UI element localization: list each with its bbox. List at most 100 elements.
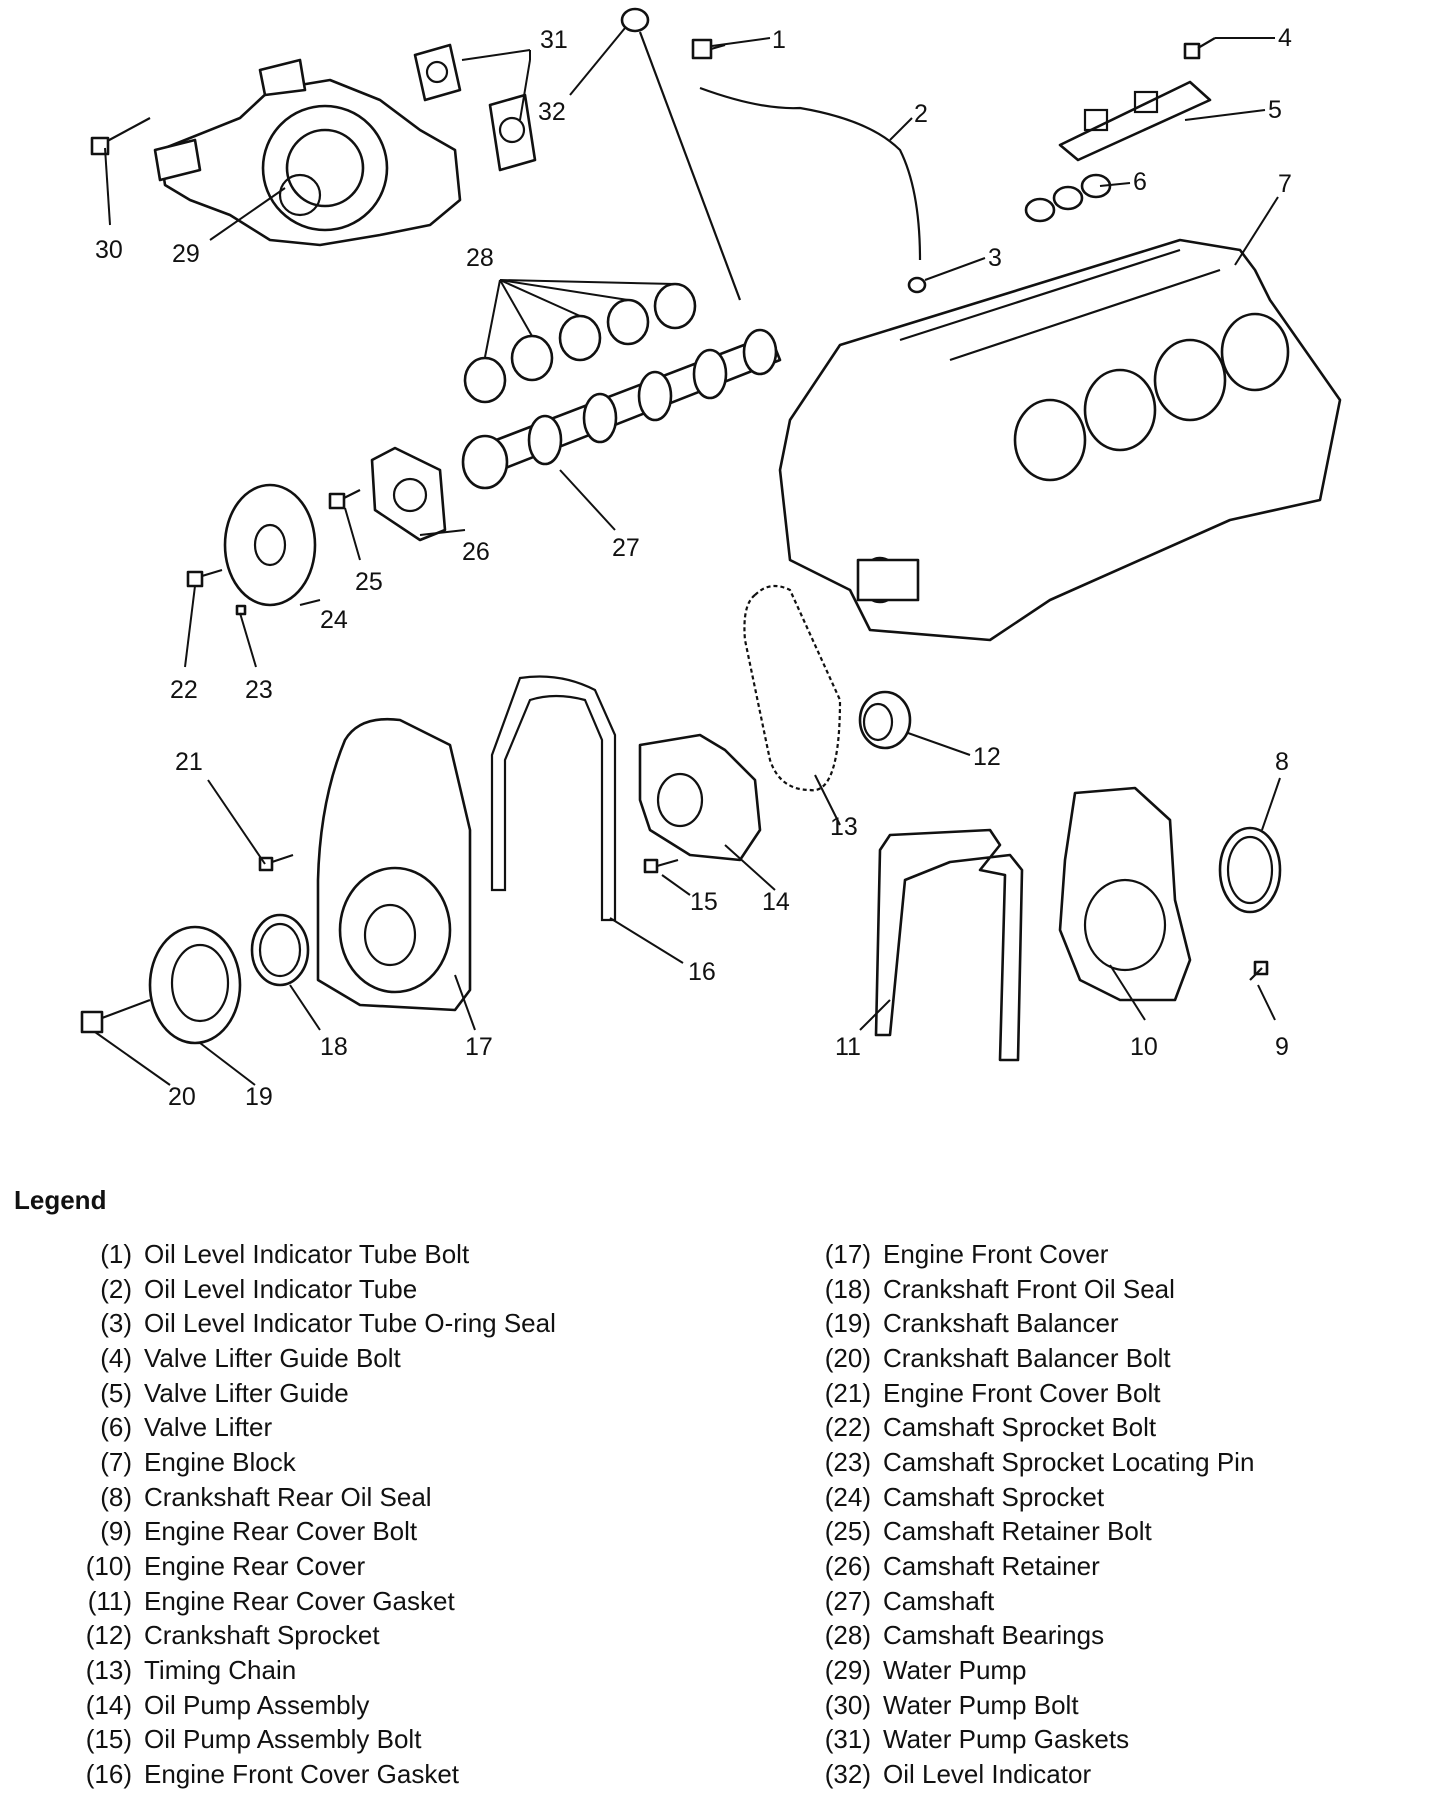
callout-18: 18 <box>320 1033 348 1061</box>
legend-item-label: Valve Lifter <box>144 1412 273 1443</box>
callout-11: 11 <box>835 1033 861 1061</box>
callout-27: 27 <box>612 534 640 562</box>
legend-item-label: Engine Rear Cover Bolt <box>144 1516 418 1547</box>
legend-item-label: Crankshaft Sprocket <box>144 1620 380 1651</box>
legend-item-number: (11) <box>87 1585 132 1616</box>
camshaft-sprocket-locating-pin <box>235 604 247 616</box>
callout-10: 10 <box>1130 1033 1158 1061</box>
legend-item-label: Oil Pump Assembly <box>144 1689 370 1720</box>
callout-20: 20 <box>168 1083 196 1111</box>
legend-item-label: Engine Front Cover <box>883 1238 1109 1269</box>
legend-item-number: (6) <box>100 1412 132 1443</box>
legend-item: (5) Valve Lifter Guide <box>56 1376 676 1411</box>
legend-item: (8) Crankshaft Rear Oil Seal <box>56 1480 676 1515</box>
legend-item: (31) Water Pump Gaskets <box>795 1723 1415 1758</box>
callout-31: 31 <box>540 26 568 54</box>
crankshaft-rear-oil-seal <box>1218 826 1282 914</box>
callout-17: 17 <box>465 1033 493 1061</box>
legend-item-label: Camshaft Sprocket Locating Pin <box>883 1446 1255 1477</box>
legend-item-number: (5) <box>100 1377 132 1408</box>
legend-item-label: Engine Front Cover Gasket <box>144 1759 460 1790</box>
legend-item: (26)Camshaft Retainer <box>795 1549 1415 1584</box>
legend-item-number: (10) <box>85 1551 132 1582</box>
legend-column-left: (1)Oil Level Indicator Tube Bolt(2) Oil L… <box>56 1237 676 1792</box>
legend-item: (1)Oil Level Indicator Tube Bolt <box>56 1237 676 1272</box>
callout-4: 4 <box>1278 24 1292 52</box>
engine-rear-cover <box>1058 786 1192 1002</box>
exploded-engine-diagram: 1 2 3 4 5 6 7 8 9 10 11 12 13 14 15 16 1… <box>80 7 1342 1111</box>
legend-item: (3)Oil Level Indicator Tube O-ring Seal <box>56 1306 676 1341</box>
legend-item: (22)Camshaft Sprocket Bolt <box>795 1410 1415 1445</box>
callout-5: 5 <box>1268 96 1282 124</box>
legend-item-label: Camshaft Sprocket Bolt <box>883 1412 1157 1443</box>
oil-level-indicator <box>620 7 742 301</box>
legend-item-number: (3) <box>100 1308 132 1339</box>
valve-lifter-guide-bolt <box>1183 37 1216 60</box>
legend-item: (24)Camshaft Sprocket <box>795 1480 1415 1515</box>
oil-pump-assembly <box>638 733 762 862</box>
legend-item: (30)Water Pump Bolt <box>795 1688 1415 1723</box>
crankshaft-sprocket <box>858 690 912 750</box>
legend-item-label: Engine Block <box>144 1446 296 1477</box>
callout-14: 14 <box>762 888 790 916</box>
callout-13: 13 <box>830 813 858 841</box>
legend-item-number: (25) <box>824 1516 871 1547</box>
oil-level-indicator-tube-bolt <box>691 38 726 60</box>
legend-item-label: Engine Rear Cover Gasket <box>144 1585 455 1616</box>
legend-item-number: (14) <box>85 1689 132 1720</box>
callout-28: 28 <box>466 244 494 272</box>
engine-rear-cover-bolt <box>1249 960 1269 981</box>
legend-item-label: Crankshaft Front Oil Seal <box>883 1273 1175 1304</box>
water-pump-gaskets <box>413 43 537 172</box>
legend-item-label: Crankshaft Rear Oil Seal <box>144 1481 432 1512</box>
legend-item-number: (28) <box>824 1620 871 1651</box>
legend-item-number: (8) <box>100 1481 132 1512</box>
legend-item-number: (31) <box>824 1724 871 1755</box>
timing-chain <box>743 584 842 792</box>
legend-item-number: (32) <box>824 1759 871 1790</box>
legend-item-label: Water Pump Gaskets <box>883 1724 1130 1755</box>
legend-item-number: (4) <box>100 1342 132 1373</box>
callout-24: 24 <box>320 606 348 634</box>
crankshaft-balancer-bolt <box>80 998 151 1034</box>
legend-item-label: Oil Level Indicator Tube <box>144 1273 418 1304</box>
callout-6: 6 <box>1133 168 1147 196</box>
legend-item: (18) Crankshaft Front Oil Seal <box>795 1272 1415 1307</box>
legend-item-label: Oil Pump Assembly Bolt <box>144 1724 422 1755</box>
callout-1: 1 <box>772 26 786 54</box>
camshaft-sprocket-bolt <box>186 568 223 588</box>
legend-item: (13)Timing Chain <box>56 1653 676 1688</box>
callout-2: 2 <box>914 100 928 128</box>
legend-item: (14) Oil Pump Assembly <box>56 1688 676 1723</box>
engine-front-cover <box>316 717 472 1012</box>
legend-item-number: (17) <box>824 1238 871 1269</box>
legend-item-number: (15) <box>85 1724 132 1755</box>
diagram-canvas: 1 2 3 4 5 6 7 8 9 10 11 12 13 14 15 16 1… <box>80 7 1342 1111</box>
legend-item: (10) Engine Rear Cover <box>56 1549 676 1584</box>
legend-item-number: (13) <box>85 1655 132 1686</box>
legend-item: (11) Engine Rear Cover Gasket <box>56 1584 676 1619</box>
legend-item: (2) Oil Level Indicator Tube <box>56 1272 676 1307</box>
legend-item-number: (2) <box>100 1273 132 1304</box>
legend-item-label: Water Pump Bolt <box>883 1689 1079 1720</box>
legend-item-label: Valve Lifter Guide <box>144 1377 349 1408</box>
legend-item-number: (18) <box>824 1273 871 1304</box>
legend-item-label: Engine Front Cover Bolt <box>883 1377 1161 1408</box>
callout-3: 3 <box>988 244 1002 272</box>
legend-item-number: (21) <box>824 1377 871 1408</box>
legend-item-label: Camshaft Sprocket <box>883 1481 1105 1512</box>
legend-item-label: Engine Rear Cover <box>144 1551 366 1582</box>
legend-item-number: (7) <box>100 1446 132 1477</box>
legend-item-number: (19) <box>824 1308 871 1339</box>
legend-item-label: Camshaft Retainer Bolt <box>883 1516 1152 1547</box>
callout-15: 15 <box>690 888 718 916</box>
legend-item: (21) Engine Front Cover Bolt <box>795 1376 1415 1411</box>
callout-8: 8 <box>1275 748 1289 776</box>
callout-26: 26 <box>462 538 490 566</box>
oil-pump-assembly-bolt <box>643 858 679 874</box>
legend-item: (9)Engine Rear Cover Bolt <box>56 1515 676 1550</box>
legend-item-label: Camshaft Retainer <box>883 1551 1100 1582</box>
callout-12: 12 <box>973 743 1001 771</box>
camshaft-retainer-bolt <box>328 489 361 510</box>
valve-lifter-guide <box>1058 80 1212 162</box>
